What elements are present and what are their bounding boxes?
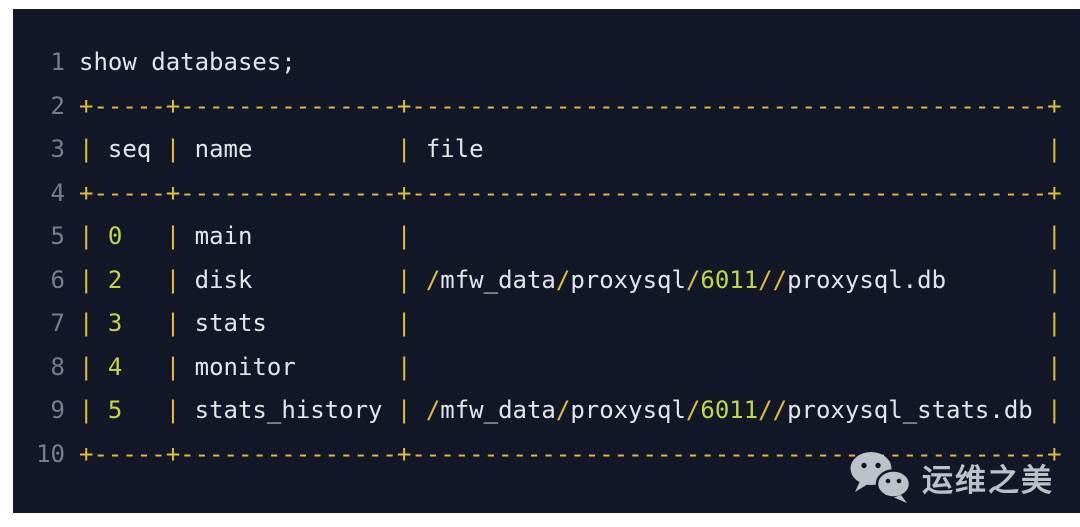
code-line: 8 | 4 | monitor | | [25, 346, 1080, 390]
code-line: 1 show databases; [25, 41, 1080, 85]
line-number: 7 [50, 309, 65, 337]
code-text: | seq | name | file | [79, 135, 1062, 163]
line-number: 2 [50, 91, 65, 120]
code-line: 3 | seq | name | file | [25, 128, 1080, 172]
line-number: 6 [50, 265, 65, 294]
line-number: 9 [50, 396, 65, 424]
line-number: 8 [50, 352, 65, 381]
line-number: 4 [50, 178, 65, 207]
line-number: 5 [50, 222, 65, 250]
code-lines: 1 show databases; 2 +-----+---------------+… [25, 41, 1080, 476]
code-text: | 0 | main | | [79, 222, 1062, 250]
code-text: | 5 | stats_history | /mfw_data/proxysql… [79, 396, 1062, 424]
code-text: +-----+---------------+-----------------… [79, 178, 1062, 207]
code-text: show databases; [79, 48, 296, 76]
watermark-label: 运维之美 [922, 462, 1054, 499]
code-line: 4 +-----+---------------+----------------… [25, 172, 1080, 216]
code-text: +-----+---------------+-----------------… [79, 439, 1062, 468]
code-text: +-----+---------------+-----------------… [79, 91, 1062, 120]
code-text: | 2 | disk | /mfw_data/proxysql/6011//pr… [79, 265, 1062, 294]
code-text: | 3 | stats | | [79, 309, 1062, 337]
code-line: 9 | 5 | stats_history | /mfw_data/proxysq… [25, 389, 1080, 433]
line-number: 1 [50, 48, 65, 76]
line-number: 3 [50, 135, 65, 163]
code-line: 2 +-----+---------------+----------------… [25, 85, 1080, 129]
code-text: | 4 | monitor | | [79, 352, 1062, 381]
watermark: 运维之美 [848, 451, 1054, 503]
code-line: 10 +-----+---------------+---------------… [25, 433, 1080, 477]
wechat-icon [850, 452, 912, 503]
code-line: 6 | 2 | disk | /mfw_data/proxysql/6011//p… [25, 259, 1080, 303]
terminal-panel: 1 show databases; 2 +-----+---------------+… [13, 9, 1080, 513]
code-line: 7 | 3 | stats | | [25, 302, 1080, 346]
line-number: 10 [36, 439, 65, 468]
code-line: 5 | 0 | main | | [25, 215, 1080, 259]
